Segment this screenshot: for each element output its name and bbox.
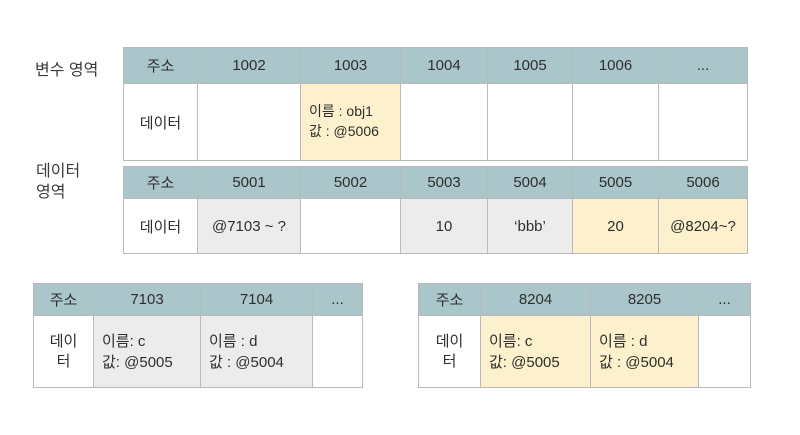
heap-cell-value-line: 값: @5005 bbox=[102, 353, 173, 371]
empty-cell bbox=[312, 315, 363, 388]
heap-cell-name-line: 이름: c bbox=[102, 332, 146, 350]
heap-cell-c: 이름: c 값: @5005 bbox=[480, 315, 591, 388]
address-cell-5001: 5001 bbox=[197, 166, 301, 199]
data-row: 데이터 이름 : obj1 값 : @5006 bbox=[123, 83, 748, 161]
data-row-label-cell: 데이 터 bbox=[33, 315, 94, 388]
value-cell-5004: ‘bbb’ bbox=[487, 198, 573, 254]
heap-cell-value-line: 값 : @5004 bbox=[209, 353, 284, 371]
heap-cell-value-line: 값 : @5004 bbox=[599, 353, 674, 371]
data-row-label-cell: 데이터 bbox=[123, 83, 198, 161]
address-cell-ellipsis: ... bbox=[658, 47, 748, 84]
heap-cell-d: 이름 : d 값 : @5004 bbox=[200, 315, 313, 388]
obj1-name-line: 이름 : obj1 bbox=[309, 103, 373, 120]
empty-cell bbox=[487, 83, 573, 161]
heap-cell-name-line: 이름 : d bbox=[209, 332, 258, 350]
address-cell-5005: 5005 bbox=[572, 166, 659, 199]
heap-cell-c: 이름: c 값: @5005 bbox=[93, 315, 201, 388]
obj1-value-line: 값 : @5006 bbox=[309, 123, 379, 139]
empty-cell bbox=[658, 83, 748, 161]
address-cell-7103: 7103 bbox=[93, 283, 201, 316]
address-cell-1006: 1006 bbox=[572, 47, 659, 84]
address-header-row: 주소 8204 8205 ... bbox=[418, 283, 751, 316]
address-cell-ellipsis: ... bbox=[698, 283, 751, 316]
value-cell-5006: @8204~? bbox=[658, 198, 748, 254]
address-cell-1004: 1004 bbox=[400, 47, 488, 84]
address-cell-5003: 5003 bbox=[400, 166, 488, 199]
address-cell-5004: 5004 bbox=[487, 166, 573, 199]
address-header-row: 주소 1002 1003 1004 1005 1006 ... bbox=[123, 47, 748, 84]
data-row: 데이 터 이름: c 값: @5005 이름 : d 값 : @5004 bbox=[33, 315, 363, 388]
address-cell-1003: 1003 bbox=[300, 47, 401, 84]
value-cell-5001: @7103 ~ ? bbox=[197, 198, 301, 254]
variable-area-table: 주소 1002 1003 1004 1005 1006 ... 데이터 이름 :… bbox=[123, 47, 748, 161]
data-row-label-cell: 데이 터 bbox=[418, 315, 481, 388]
address-cell-5002: 5002 bbox=[300, 166, 401, 199]
address-cell-5006: 5006 bbox=[658, 166, 748, 199]
variable-area-label: 변수 영역 bbox=[35, 62, 99, 79]
address-header-cell: 주소 bbox=[123, 47, 198, 84]
heap-cell-name-line: 이름: c bbox=[489, 332, 533, 350]
empty-cell bbox=[698, 315, 751, 388]
heap-cell-d: 이름 : d 값 : @5004 bbox=[590, 315, 699, 388]
heap-cell-value-line: 값: @5005 bbox=[489, 353, 560, 371]
value-cell-5005: 20 bbox=[572, 198, 659, 254]
data-area-label: 데이터 영역 bbox=[36, 163, 81, 201]
address-header-row: 주소 7103 7104 ... bbox=[33, 283, 363, 316]
data-area-table: 주소 5001 5002 5003 5004 5005 5006 데이터 @71… bbox=[123, 166, 748, 254]
address-cell-7104: 7104 bbox=[200, 283, 313, 316]
address-cell-8204: 8204 bbox=[480, 283, 591, 316]
value-cell-5002 bbox=[300, 198, 401, 254]
address-cell-ellipsis: ... bbox=[312, 283, 363, 316]
address-header-cell: 주소 bbox=[123, 166, 198, 199]
value-cell-5003: 10 bbox=[400, 198, 488, 254]
address-header-row: 주소 5001 5002 5003 5004 5005 5006 bbox=[123, 166, 748, 199]
empty-cell bbox=[400, 83, 488, 161]
address-cell-1002: 1002 bbox=[197, 47, 301, 84]
data-row: 데이터 @7103 ~ ? 10 ‘bbb’ 20 @8204~? bbox=[123, 198, 748, 254]
empty-cell bbox=[197, 83, 301, 161]
address-cell-8205: 8205 bbox=[590, 283, 699, 316]
heap-7103-table: 주소 7103 7104 ... 데이 터 이름: c 값: @5005 이름 … bbox=[33, 283, 363, 388]
heap-cell-name-line: 이름 : d bbox=[599, 332, 648, 350]
obj1-reference-cell: 이름 : obj1 값 : @5006 bbox=[300, 83, 401, 161]
data-row-label-cell: 데이터 bbox=[123, 198, 198, 254]
address-header-cell: 주소 bbox=[33, 283, 94, 316]
address-header-cell: 주소 bbox=[418, 283, 481, 316]
empty-cell bbox=[572, 83, 659, 161]
heap-8204-table: 주소 8204 8205 ... 데이 터 이름: c 값: @5005 이름 … bbox=[418, 283, 751, 388]
data-row: 데이 터 이름: c 값: @5005 이름 : d 값 : @5004 bbox=[418, 315, 751, 388]
address-cell-1005: 1005 bbox=[487, 47, 573, 84]
